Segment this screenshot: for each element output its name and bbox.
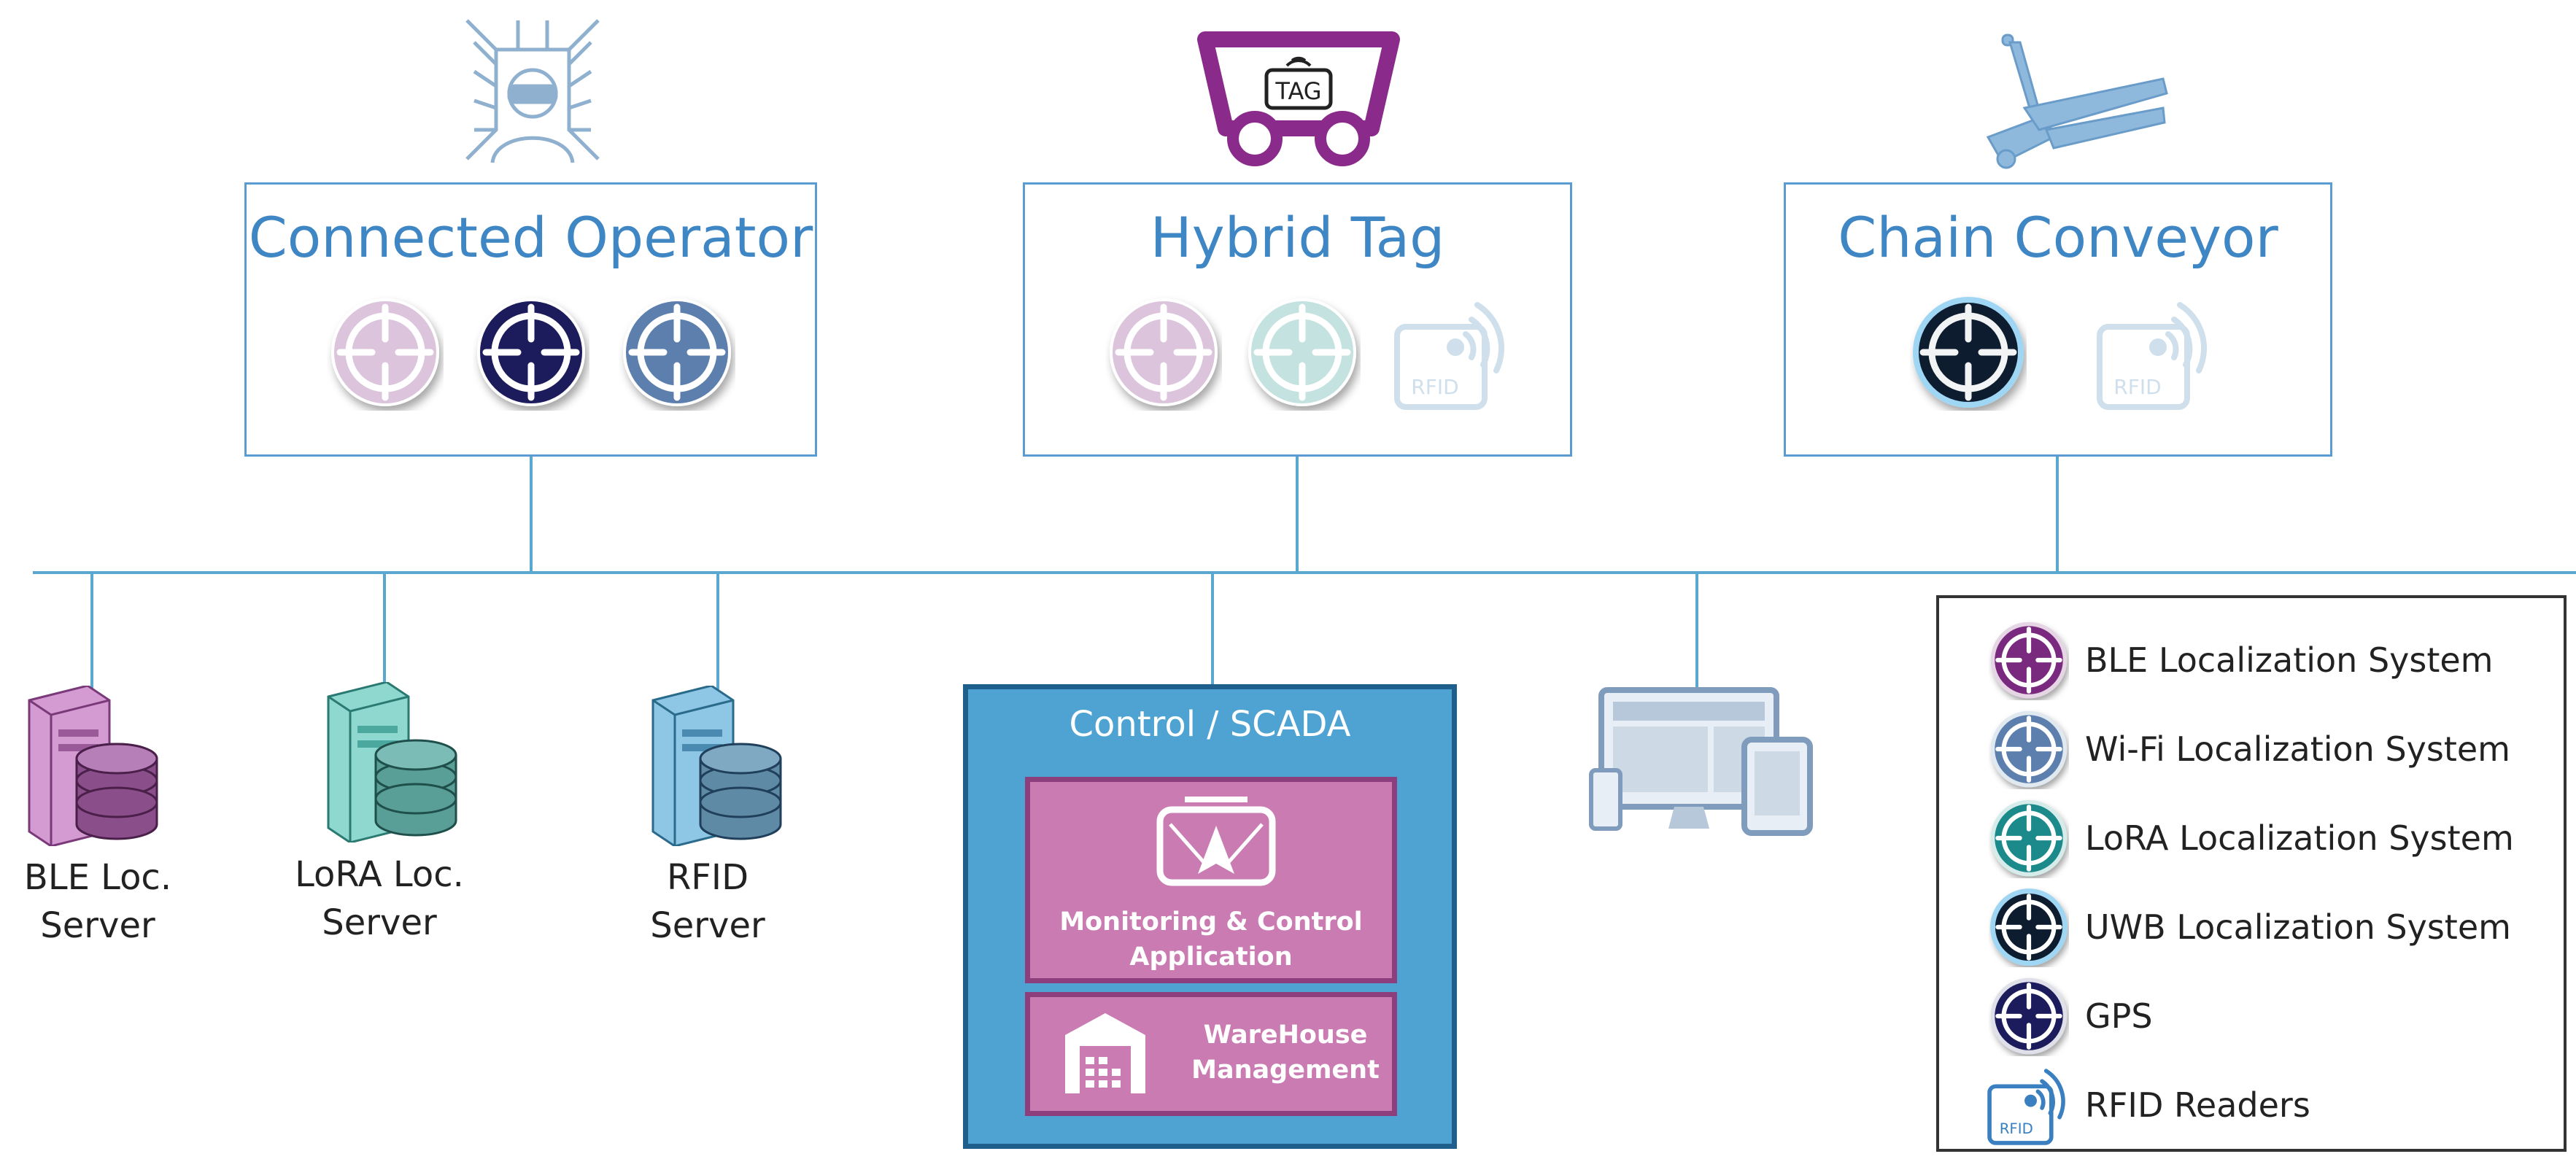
connector-scada: [1211, 573, 1214, 686]
legend: BLE Localization System Wi-Fi Localizati…: [1936, 595, 2567, 1152]
ble-target-icon: [1110, 298, 1218, 406]
monitoring-app-label: Monitoring & Control Application: [1059, 907, 1363, 972]
chain-conveyor-title: Chain Conveyor: [1838, 205, 2278, 270]
gps-target-icon: [477, 298, 585, 406]
ble-legend-icon: [1990, 621, 2068, 699]
connector-devices: [1695, 573, 1698, 689]
legend-label-rfid: RFID Readers: [2085, 1085, 2310, 1125]
hybrid-tag-box: Hybrid Tag RFID: [1023, 182, 1572, 457]
wifi-legend-icon: [1990, 710, 2068, 788]
warehouse-management-label: WareHouse Management: [1191, 1020, 1380, 1085]
ble-server-label: BLE Loc. Server: [23, 857, 172, 946]
ble-server-icon: [28, 686, 158, 846]
rfid-legend-icon: RFID: [1987, 1069, 2065, 1145]
uwb-legend-icon: [1990, 888, 2068, 966]
pallet-jack-icon: [1986, 34, 2168, 169]
uwb-target-icon: [1913, 297, 2024, 408]
lora-server-label: LoRA Loc. Server: [295, 854, 464, 943]
legend-label-gps: GPS: [2085, 996, 2153, 1036]
rfid-reader-icon: RFID: [1394, 302, 1504, 410]
warehouse-icon: [1065, 1013, 1145, 1093]
rfid-server-icon: [651, 686, 782, 846]
connector-connected-operator: [530, 455, 533, 573]
monitoring-control-app: Monitoring & Control Application: [1025, 777, 1397, 983]
scada-title: Control / SCADA: [1069, 704, 1351, 745]
monitoring-app-icon: [1156, 797, 1276, 886]
scada-box: Control / SCADA Monitoring & Control App…: [963, 684, 1457, 1149]
multi-device-icon: [1589, 687, 1813, 836]
chain-conveyor-box: Chain Conveyor RFID: [1784, 182, 2332, 457]
legend-label-lora: LoRA Localization System: [2085, 818, 2514, 858]
rfid-reader-icon: RFID: [2097, 302, 2207, 410]
legend-label-ble: BLE Localization System: [2085, 640, 2494, 680]
warehouse-management-app: WareHouse Management: [1025, 992, 1397, 1116]
svg-text:RFID: RFID: [2000, 1120, 2033, 1137]
lora-server-icon: [327, 682, 457, 842]
ble-target-icon: [331, 298, 439, 406]
hybrid-tag-title: Hybrid Tag: [1150, 205, 1445, 270]
tag-cart-icon: TAG: [1197, 31, 1400, 166]
legend-label-wifi: Wi-Fi Localization System: [2085, 729, 2510, 769]
svg-text:RFID: RFID: [2113, 375, 2161, 399]
connector-rfid-server: [716, 573, 719, 689]
lora-target-icon: [1248, 298, 1356, 406]
vr-operator-icon: [465, 19, 600, 163]
wifi-target-icon: [623, 298, 731, 406]
gps-legend-icon: [1990, 977, 2068, 1055]
legend-label-uwb: UWB Localization System: [2085, 907, 2511, 947]
lora-legend-icon: [1990, 799, 2068, 877]
network-bus-line: [33, 571, 2576, 574]
connected-operator-box: Connected Operator: [244, 182, 817, 457]
connector-ble-server: [90, 573, 93, 689]
svg-text:TAG: TAG: [1275, 77, 1321, 105]
connector-chain-conveyor: [2056, 455, 2059, 573]
connector-hybrid-tag: [1296, 455, 1299, 573]
connector-lora-server: [383, 573, 386, 689]
rfid-server-label: RFID Server: [650, 857, 765, 946]
connected-operator-title: Connected Operator: [248, 205, 813, 270]
svg-text:RFID: RFID: [1411, 375, 1458, 399]
